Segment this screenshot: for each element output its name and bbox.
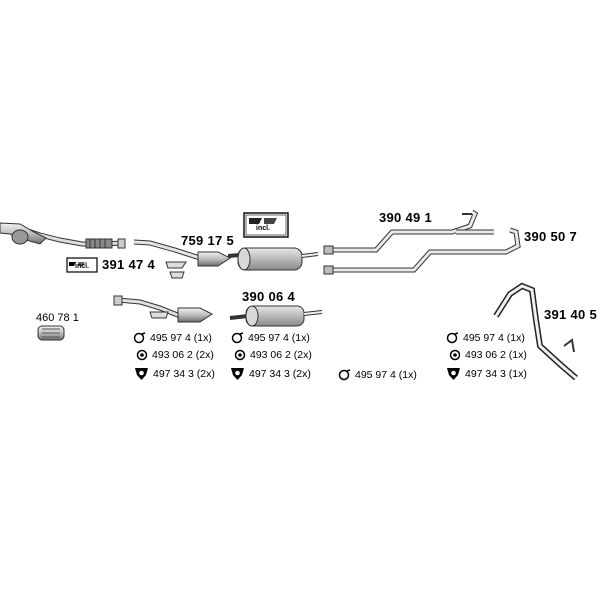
acc2-hanger: 493 06 2 (2x)	[234, 349, 312, 361]
acc1-clamp: 497 34 3 (2x)	[134, 367, 215, 381]
mid-pipe-catalyst	[133, 239, 231, 279]
acc1-hanger: 493 06 2 (2x)	[136, 349, 214, 361]
clamp-icon	[447, 368, 460, 380]
front-pipe-with-catalyst	[0, 222, 126, 249]
clamp-icon	[135, 368, 148, 380]
tail-pipe-390491	[323, 209, 494, 255]
acc4-hanger-label: 493 06 2 (1x)	[465, 349, 527, 361]
part-number-390491: 390 49 1	[379, 210, 433, 225]
acc4-clamp: 497 34 3 (1x)	[446, 367, 527, 381]
hanger-icon	[449, 349, 461, 361]
acc2-ring-label: 495 97 4 (1x)	[248, 332, 310, 344]
acc3-ring-label: 495 97 4 (1x)	[355, 369, 417, 381]
clamp-icon	[231, 368, 244, 380]
acc4-ring-label: 495 97 4 (1x)	[463, 332, 525, 344]
ring-icon	[133, 332, 146, 344]
part-number-390064: 390 06 4	[242, 289, 296, 304]
curved-pipe-391405	[493, 282, 578, 381]
acc1-ring-label: 495 97 4 (1x)	[150, 332, 212, 344]
acc3-ring: 495 97 4 (1x)	[338, 369, 417, 381]
acc1-clamp-label: 497 34 3 (2x)	[153, 368, 215, 380]
acc2-clamp-label: 497 34 3 (2x)	[249, 368, 311, 380]
part-number-390507: 390 50 7	[524, 229, 578, 244]
acc2-hanger-label: 493 06 2 (2x)	[250, 349, 312, 361]
part-number-460781: 460 78 1	[36, 312, 79, 324]
middle-silencer-759175	[227, 247, 319, 271]
part-number-391405: 391 40 5	[544, 307, 598, 322]
part-number-391474: 391 47 4	[102, 257, 156, 272]
part-number-759175: 759 17 5	[181, 233, 235, 248]
acc1-ring: 495 97 4 (1x)	[133, 332, 212, 344]
hanger-icon	[136, 349, 148, 361]
incl-gasket-box-1	[66, 257, 98, 273]
silencer-390064	[229, 305, 323, 327]
incl-gasket-box-2	[243, 212, 289, 238]
tail-pipe-390507	[323, 227, 521, 275]
acc4-clamp-label: 497 34 3 (1x)	[465, 368, 527, 380]
lower-pipe-catalyst	[113, 295, 213, 323]
acc1-hanger-label: 493 06 2 (2x)	[152, 349, 214, 361]
acc4-hanger: 493 06 2 (1x)	[449, 349, 527, 361]
ring-icon	[338, 369, 351, 381]
ring-icon	[231, 332, 244, 344]
acc2-clamp: 497 34 3 (2x)	[230, 367, 311, 381]
gasket-460781	[37, 325, 65, 341]
acc4-ring: 495 97 4 (1x)	[446, 332, 525, 344]
acc2-ring: 495 97 4 (1x)	[231, 332, 310, 344]
incl-label-2: incl.	[256, 225, 271, 232]
ring-icon	[446, 332, 459, 344]
hanger-icon	[234, 349, 246, 361]
incl-label-1: incl.	[75, 263, 90, 270]
